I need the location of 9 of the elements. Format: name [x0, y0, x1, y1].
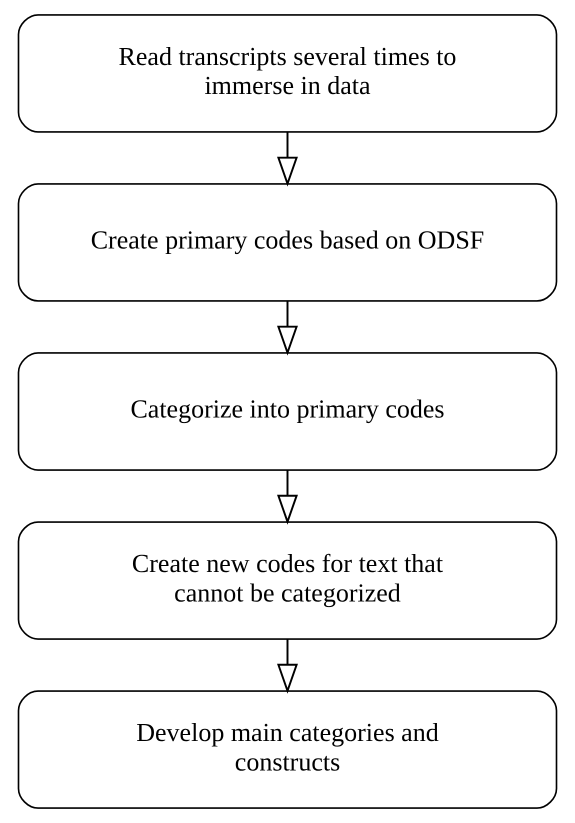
node-box: Create new codes for text that cannot be categorized — [18, 521, 558, 640]
node-box: Create primary codes based on ODSF — [18, 183, 558, 302]
node-box: Categorize into primary codes — [18, 352, 558, 471]
arrow — [277, 470, 298, 525]
arrow — [277, 639, 298, 694]
node-box: Read transcripts several times to immerse in data — [18, 14, 558, 133]
node-box: Develop main categories and constructs — [18, 690, 558, 809]
arrow — [277, 301, 298, 356]
arrow — [277, 132, 298, 187]
